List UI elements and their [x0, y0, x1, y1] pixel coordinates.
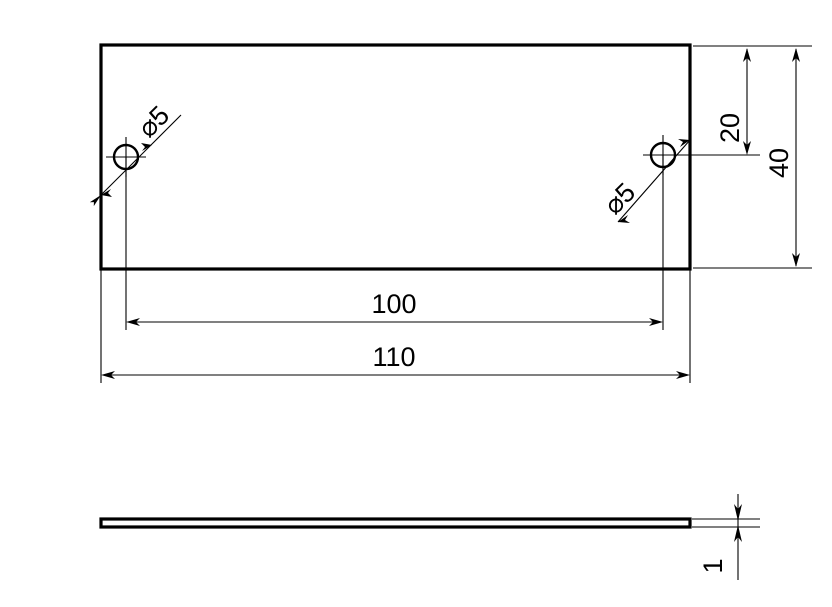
dim-40-arrow-top: [792, 48, 800, 62]
dim-1-label: 1: [698, 558, 728, 573]
dim-1-arrow-bottom: [734, 525, 742, 542]
hole-left-diameter-label: ⌀5: [132, 100, 175, 143]
plate-outline: [99, 43, 692, 271]
dim-100-label: 100: [371, 289, 416, 319]
hole-left-leader-arrow-upper: [141, 143, 152, 151]
front-view-group: ⌀5 ⌀5: [89, 43, 760, 330]
dim-110-arrow-left: [101, 371, 115, 379]
dim-100-arrow-right: [649, 318, 663, 326]
side-view-group: 1: [99, 494, 760, 580]
horizontal-dimensions-group: 100 110: [100, 270, 691, 383]
hole-left-group: [89, 114, 182, 330]
hole-right-leader-arrow-lower: [618, 215, 630, 223]
hole-right-group: [617, 135, 760, 330]
vertical-dimensions-group: 20 40: [693, 45, 812, 269]
hole-left-leader-arrow-lower: [101, 189, 112, 197]
dim-100-arrow-left: [126, 318, 140, 326]
side-view-outline: [99, 517, 692, 529]
dim-110-arrow-right: [676, 371, 690, 379]
dim-40-arrow-bottom: [792, 253, 800, 267]
dim-20-arrow-top: [743, 48, 751, 62]
dim-1-arrow-top: [734, 504, 742, 521]
dim-110-label: 110: [372, 342, 415, 372]
hole-right-diameter-label: ⌀5: [598, 177, 641, 220]
hole-left-leader-line: [89, 114, 182, 207]
dim-20-arrow-bottom: [743, 141, 751, 155]
hole-right-leader-arrow-upper: [678, 139, 690, 147]
dim-20-label: 20: [715, 113, 745, 143]
dim-40-label: 40: [764, 148, 794, 178]
hole-right-leader-line: [617, 139, 691, 223]
